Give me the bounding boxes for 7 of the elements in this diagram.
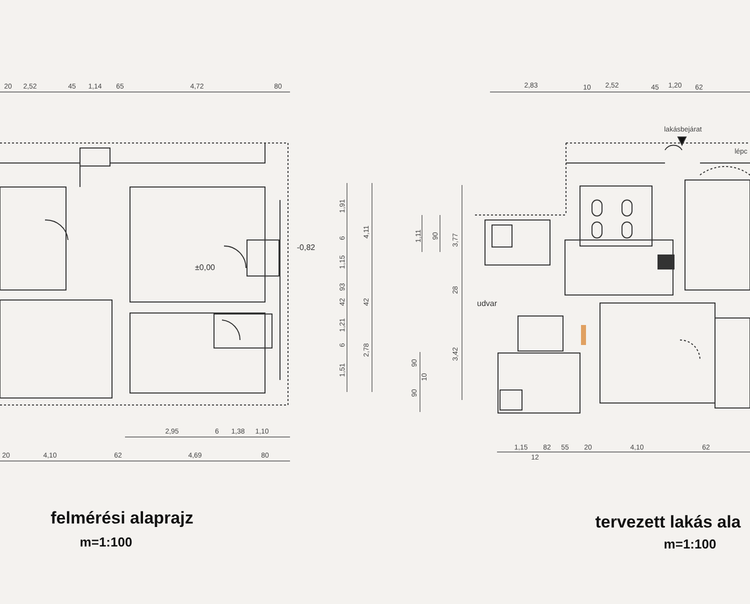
plan-note: ±0,00 bbox=[195, 264, 215, 272]
plan-note: udvar bbox=[477, 300, 497, 308]
scale-label: m=1:100 bbox=[80, 536, 132, 548]
plan-title: felmérési alaprajz bbox=[50, 510, 194, 526]
plan-title: tervezett lakás ala bbox=[595, 514, 741, 530]
scale-label: m=1:100 bbox=[664, 538, 716, 550]
plan-note: -0,82 bbox=[296, 244, 316, 252]
